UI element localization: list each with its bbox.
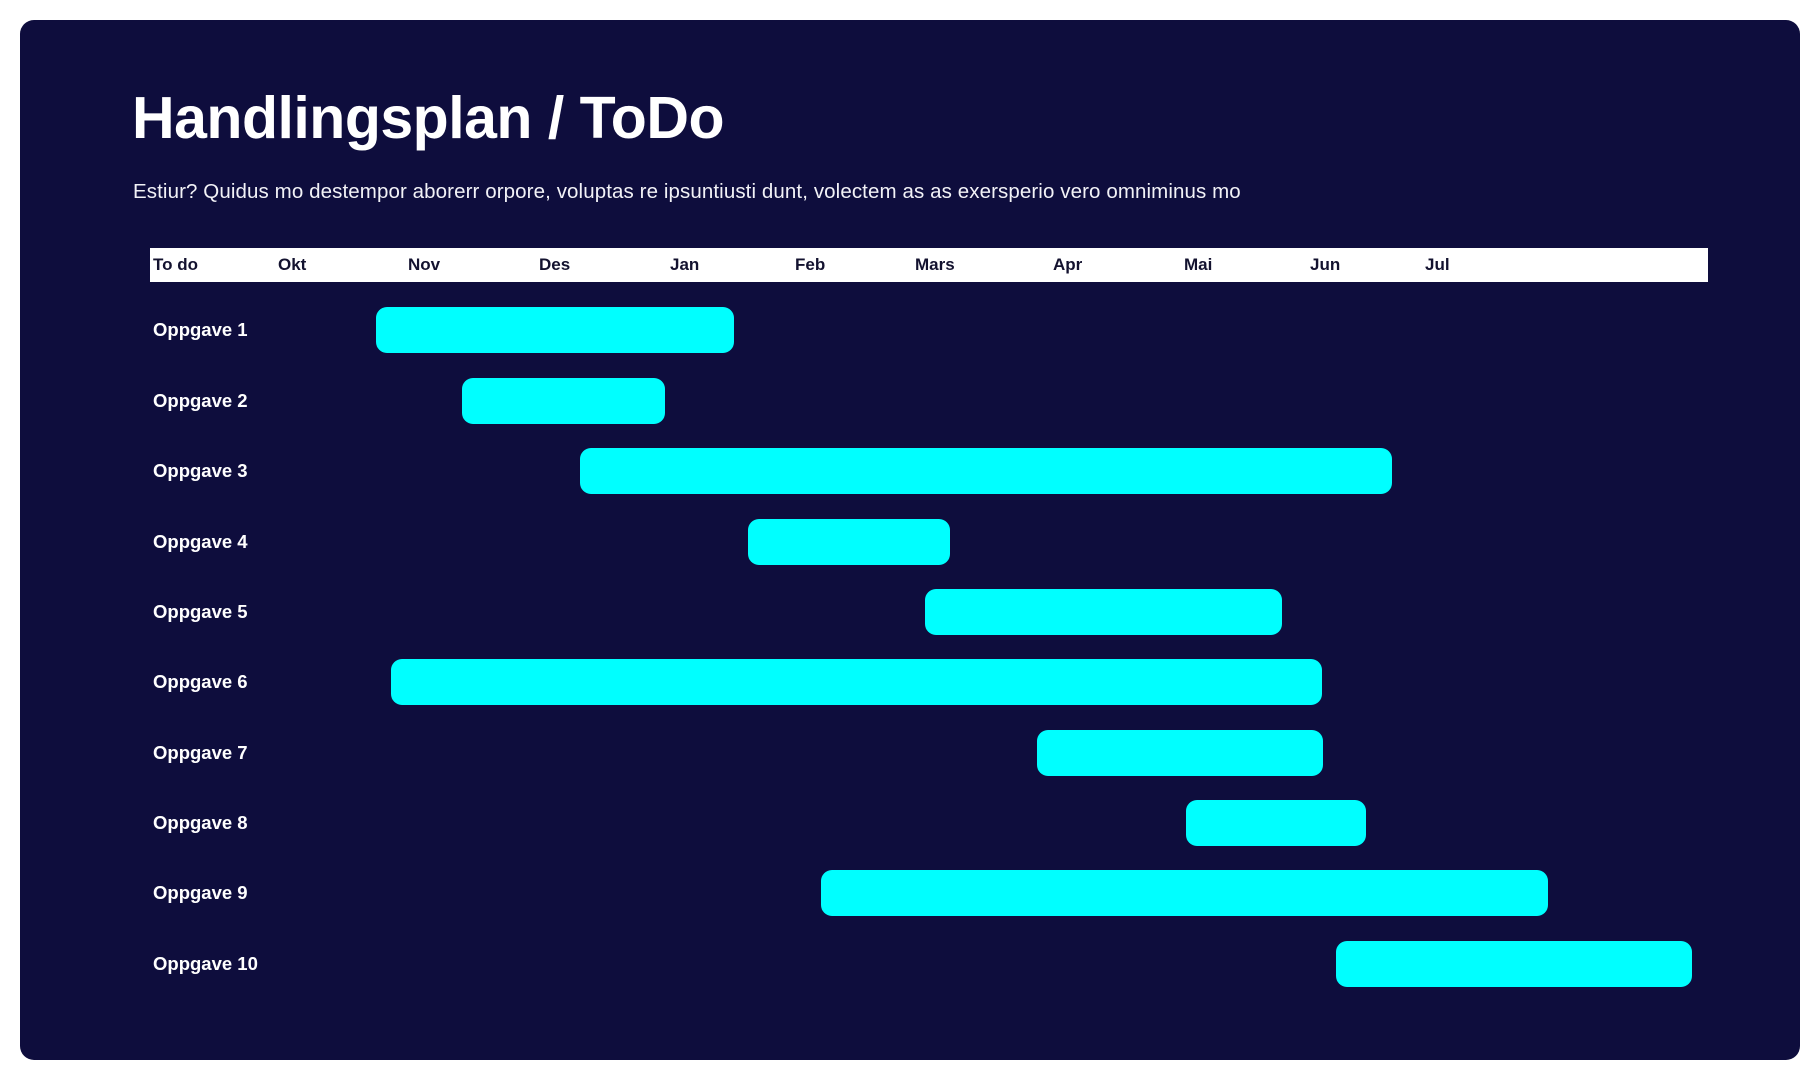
gantt-row[interactable]: Oppgave 7 [20, 730, 1800, 776]
page-title: Handlingsplan / ToDo [132, 85, 724, 151]
timeline-month-jan[interactable]: Jan [670, 255, 700, 274]
gantt-row[interactable]: Oppgave 9 [20, 870, 1800, 916]
gantt-row[interactable]: Oppgave 6 [20, 659, 1800, 705]
timeline-header: To do Okt Nov Des Jan Feb Mars Apr Mai Jun Jul [150, 248, 1708, 282]
page-subtitle: Estiur? Quidus mo destempor aborerr orpo… [133, 180, 1241, 203]
gantt-row-label: Oppgave 7 [153, 742, 248, 763]
gantt-row-label: Oppgave 4 [153, 531, 248, 552]
gantt-row[interactable]: Oppgave 4 [20, 519, 1800, 565]
gantt-row-label: Oppgave 9 [153, 882, 248, 903]
timeline-column-todo[interactable]: To do [153, 255, 198, 274]
gantt-card: Handlingsplan / ToDo Estiur? Quidus mo d… [20, 20, 1800, 1060]
timeline-month-jun[interactable]: Jun [1310, 255, 1341, 274]
gantt-row-label: Oppgave 1 [153, 319, 248, 340]
gantt-bar[interactable] [391, 659, 1322, 705]
gantt-row-label: Oppgave 6 [153, 671, 248, 692]
gantt-row[interactable]: Oppgave 5 [20, 589, 1800, 635]
gantt-row-label: Oppgave 10 [153, 953, 258, 974]
gantt-row[interactable]: Oppgave 3 [20, 448, 1800, 494]
gantt-bar[interactable] [376, 307, 734, 353]
gantt-bar[interactable] [821, 870, 1548, 916]
gantt-row[interactable]: Oppgave 8 [20, 800, 1800, 846]
gantt-bar[interactable] [580, 448, 1392, 494]
gantt-row-label: Oppgave 5 [153, 601, 248, 622]
gantt-bar[interactable] [748, 519, 950, 565]
timeline-month-apr[interactable]: Apr [1053, 255, 1083, 274]
timeline-month-feb[interactable]: Feb [795, 255, 826, 274]
gantt-row[interactable]: Oppgave 2 [20, 378, 1800, 424]
gantt-bar[interactable] [1336, 941, 1692, 987]
gantt-row-label: Oppgave 2 [153, 390, 248, 411]
timeline-month-mai[interactable]: Mai [1184, 255, 1213, 274]
gantt-bar[interactable] [462, 378, 665, 424]
gantt-row-label: Oppgave 8 [153, 812, 248, 833]
gantt-bar[interactable] [925, 589, 1282, 635]
timeline-month-nov[interactable]: Nov [408, 255, 441, 274]
gantt-row[interactable]: Oppgave 1 [20, 307, 1800, 353]
gantt-row[interactable]: Oppgave 10 [20, 941, 1800, 987]
gantt-bar[interactable] [1037, 730, 1323, 776]
gantt-row-label: Oppgave 3 [153, 460, 248, 481]
timeline-month-okt[interactable]: Okt [278, 255, 307, 274]
gantt-bar[interactable] [1186, 800, 1366, 846]
timeline-month-jul[interactable]: Jul [1425, 255, 1450, 274]
timeline-month-mars[interactable]: Mars [915, 255, 955, 274]
timeline-month-des[interactable]: Des [539, 255, 571, 274]
